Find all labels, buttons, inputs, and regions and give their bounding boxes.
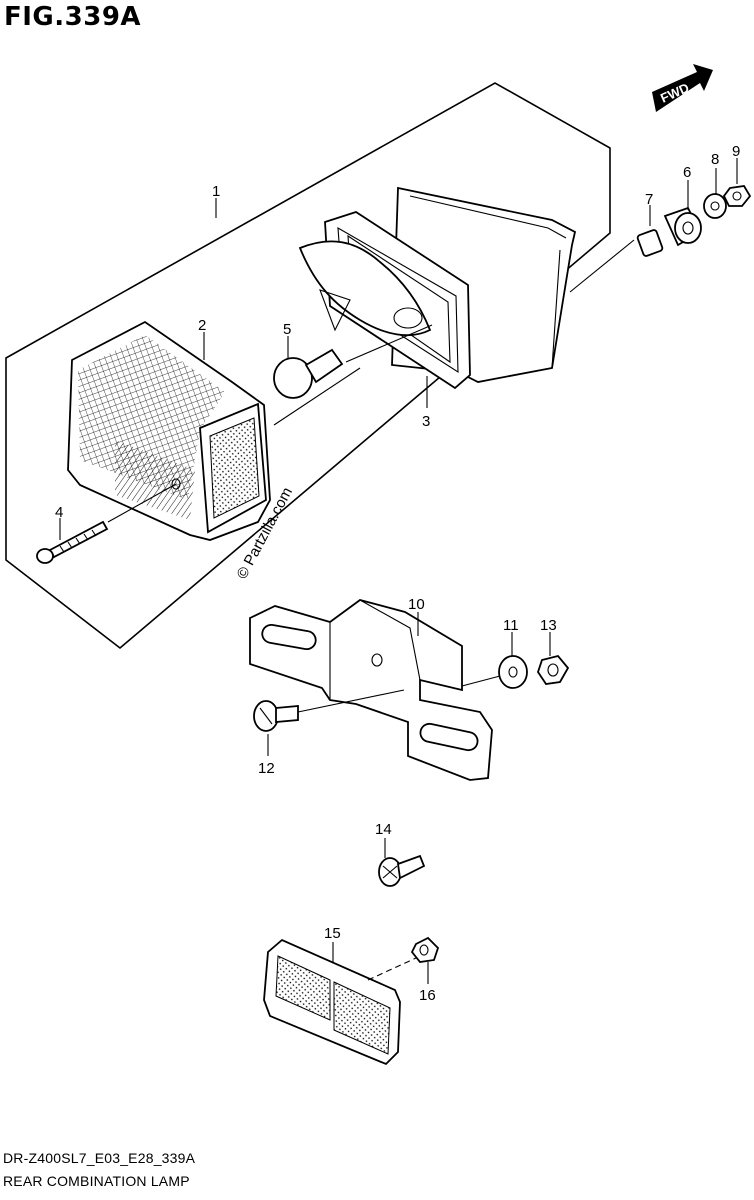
leader-12-line bbox=[297, 689, 405, 713]
grommet-6-icon bbox=[663, 206, 702, 247]
callout-7: 7 bbox=[645, 191, 653, 208]
callout-10: 10 bbox=[408, 596, 425, 613]
nut-9-icon bbox=[722, 185, 752, 207]
callout-9: 9 bbox=[732, 143, 740, 160]
leader-5-line bbox=[345, 324, 433, 363]
screw-icon bbox=[36, 520, 109, 564]
figure-title: FIG.339A bbox=[4, 2, 142, 32]
callout-11: 11 bbox=[503, 617, 519, 634]
washer-8-icon bbox=[703, 193, 727, 219]
leader-15-line bbox=[367, 957, 417, 981]
callout-5: 5 bbox=[283, 321, 291, 338]
callout-1: 1 bbox=[212, 183, 220, 200]
callout-3: 3 bbox=[422, 413, 430, 430]
callout-13: 13 bbox=[540, 617, 557, 634]
callout-15: 15 bbox=[324, 925, 341, 942]
reflector-15 bbox=[263, 938, 401, 1066]
callout-14: 14 bbox=[375, 821, 392, 838]
callout-2: 2 bbox=[198, 317, 206, 334]
callout-16: 16 bbox=[419, 987, 436, 1004]
fwd-arrow-icon: FWD bbox=[652, 64, 713, 112]
callout-6: 6 bbox=[683, 164, 691, 181]
bolt-14-icon bbox=[378, 854, 426, 887]
fwd-label: FWD bbox=[658, 80, 691, 106]
bulb-icon bbox=[273, 348, 344, 399]
leader-2-line bbox=[273, 367, 361, 426]
bolt-12-icon bbox=[253, 700, 299, 732]
callout-4: 4 bbox=[55, 504, 63, 521]
figure-code: DR-Z400SL7_E03_E28_339A bbox=[3, 1150, 196, 1166]
leader-4-line bbox=[107, 483, 177, 523]
callout-8: 8 bbox=[711, 151, 719, 168]
nut-13-icon bbox=[537, 654, 570, 685]
lamp-housing bbox=[298, 186, 577, 390]
tail-lamp-lens bbox=[67, 320, 271, 541]
washer-11-icon bbox=[498, 655, 528, 689]
spacer-7-icon bbox=[636, 229, 664, 257]
nut-16-icon bbox=[410, 936, 440, 963]
leader-10-line bbox=[461, 675, 501, 687]
stud-leader bbox=[569, 239, 635, 293]
figure-name: REAR COMBINATION LAMP bbox=[3, 1173, 190, 1189]
bracket-10 bbox=[249, 599, 493, 781]
assembly-outline bbox=[5, 82, 611, 650]
callout-12: 12 bbox=[258, 760, 275, 777]
